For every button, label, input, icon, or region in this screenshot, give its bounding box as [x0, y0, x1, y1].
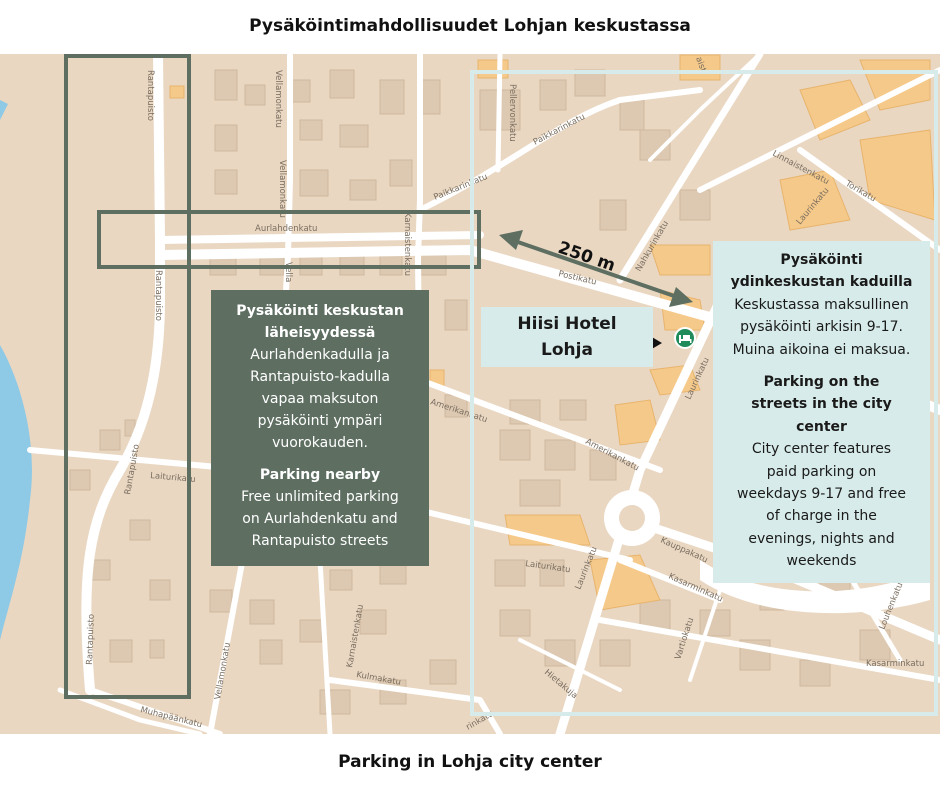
hotel-label: Hiisi Hotel Lohja [481, 307, 653, 367]
center-en-body-line5: evenings, nights and [748, 530, 895, 547]
nearby-fi-title-line2: läheisyydessä [264, 325, 376, 341]
nearby-en-body-line2: on Aurlahdenkatu and [242, 511, 398, 527]
center-en-body-line4: of charge in the [766, 508, 877, 525]
plaza-shape [700, 560, 930, 614]
hotel-name-line2: Lohja [541, 340, 593, 360]
street-label-kasarminkatu-2: Kasarminkatu [866, 659, 924, 669]
center-en-body-line3: weekdays 9-17 and free [737, 486, 906, 503]
map-title-english: Parking in Lohja city center [338, 752, 602, 772]
street-label-karnaistenkatu: Karnaistenkatu [402, 212, 412, 276]
center-en-title-line2: streets in the city [751, 396, 892, 413]
nearby-parking-info-box: Pysäköinti keskustan läheisyydessä Aurla… [211, 290, 429, 566]
hotel-bed-icon[interactable] [674, 327, 696, 349]
street-label-rantapuisto-bottom: Rantapuisto [85, 614, 97, 665]
street-label-karnaistenkatu-2: Karnaistenkatu [345, 604, 366, 669]
free-parking-zone-aurlahdenkatu [97, 210, 481, 269]
nearby-en-title: Parking nearby [259, 467, 381, 483]
distance-arrow [499, 230, 693, 307]
street-label-paikkarinkatu-1: Paikkarinkatu [532, 112, 587, 148]
nearby-fi-body-line3: vapaa maksuton [261, 391, 379, 407]
free-parking-zone-rantapuisto [64, 54, 191, 699]
street-label-vellamonkatu-mid: Vellamonkatu [277, 160, 287, 218]
center-fi-body-line3: Muina aikoina ei maksua. [732, 341, 911, 358]
center-en-title-line3: center [796, 418, 847, 435]
roundabout-center [619, 505, 645, 531]
center-en-body-line2: paid parking on [766, 463, 877, 480]
paid-parking-zone-city-center [470, 70, 938, 716]
center-fi-body-line2: pysäköinti arkisin 9-17. [740, 319, 903, 336]
nearby-fi-title-line1: Pysäköinti keskustan [236, 303, 404, 319]
center-fi-title-line2: ydinkeskustan kaduilla [730, 274, 913, 291]
nearby-fi-body-line2: Rantapuisto-kadulla [250, 369, 390, 385]
center-en-title-line1: Parking on the [763, 374, 880, 391]
lake-water-top [0, 100, 8, 120]
center-en-body-line6: weekends [786, 553, 857, 570]
center-fi-body-line1: Keskustassa maksullinen [734, 296, 909, 313]
street-label-vellamonkatu-bottom: Vellamonkatu [213, 642, 233, 701]
city-center-parking-info-box: Pysäköinti ydinkeskustan kaduilla Keskus… [713, 241, 930, 583]
street-label-vellamonkatu-top: Vellamonkatu [273, 70, 283, 128]
street-label-pellervonkatu: Pellervonkatu [507, 84, 517, 142]
street-label-vella: Vella [283, 262, 293, 282]
center-fi-title-line1: Pysäköinti [780, 252, 863, 268]
street-label-laiturikatu-1: Laiturikatu [150, 471, 196, 485]
nearby-fi-body-line1: Aurlahdenkadulla ja [250, 347, 390, 363]
nearby-fi-body-line5: vuorokauden. [272, 435, 368, 451]
map-title-finnish: Pysäköintimahdollisuudet Lohjan keskusta… [249, 16, 691, 36]
nearby-en-body-line1: Free unlimited parking [241, 489, 399, 505]
hotel-name-line1: Hiisi Hotel [517, 314, 617, 334]
center-en-body-line1: City center features [751, 441, 892, 458]
lake-water [0, 345, 32, 640]
nearby-en-body-line3: Rantapuisto streets [251, 533, 389, 549]
nearby-fi-body-line4: pysäköinti ympäri [257, 413, 383, 429]
street-label-rantapuisto-top: Rantapuisto [145, 70, 155, 121]
street-label-paikkarinkatu-2: Paikkarinkatu [432, 172, 489, 203]
street-label-rantapuisto: Rantapuisto [153, 270, 163, 321]
highlighted-buildings [169, 54, 936, 611]
street-label-aurlahdenkatu: Aurlahdenkatu [255, 224, 317, 234]
